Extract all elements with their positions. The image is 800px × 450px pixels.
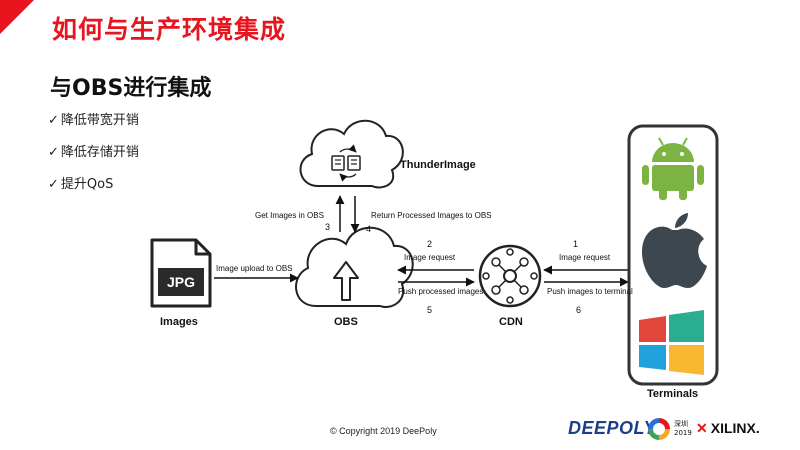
edge-label-push-processed: Push processed images	[398, 287, 484, 296]
xilinx-logo: ✕XILINX.	[696, 420, 760, 437]
xilinx-x-icon: ✕	[696, 420, 708, 436]
edge-label-image-request-cdn: Image request	[404, 253, 456, 262]
edge-label-image-request-terminal: Image request	[559, 253, 611, 262]
android-icon	[642, 137, 704, 200]
section-subtitle: 与OBS进行集成	[50, 76, 212, 101]
node-label-obs: OBS	[334, 316, 358, 328]
node-label-cdn: CDN	[499, 316, 523, 328]
edge-label-return-images: Return Processed Images to OBS	[371, 211, 492, 220]
node-label-images: Images	[160, 316, 198, 328]
thunderimage-cloud-icon	[299, 119, 404, 189]
step-number-5: 5	[427, 305, 433, 315]
bullet-text: 降低存储开销	[60, 145, 139, 160]
copyright-text: © Copyright 2019 DeePoly	[330, 426, 437, 436]
apple-icon	[642, 213, 707, 288]
bullet-item: ✓提升QoS	[48, 173, 113, 192]
event-badge-line2: 2019	[674, 429, 692, 437]
edge-label-push-terminal: Push images to terminal	[547, 287, 633, 296]
node-label-thunderimage: ThunderImage	[400, 159, 476, 171]
jpg-file-icon	[150, 238, 212, 308]
step-number-6: 6	[576, 305, 582, 315]
event-badge-text: 深圳 2019	[674, 420, 692, 438]
edge-label-get-images: Get Images in OBS	[255, 211, 324, 220]
jpg-label: JPG	[167, 274, 195, 290]
obs-cloud-icon	[295, 226, 414, 308]
red-corner-accent	[0, 0, 34, 34]
step-number-4: 4	[366, 224, 372, 234]
check-icon: ✓	[48, 145, 59, 160]
bullet-text: 提升QoS	[60, 177, 114, 192]
bullet-item: ✓降低带宽开销	[48, 109, 139, 128]
deepoly-logo: DEEPOLY	[568, 418, 657, 438]
check-icon: ✓	[48, 177, 59, 192]
slide-title: 如何与生产环境集成	[52, 15, 287, 44]
bullet-item: ✓降低存储开销	[48, 141, 139, 160]
edge-label-upload: Image upload to OBS	[216, 264, 293, 273]
node-label-terminals: Terminals	[647, 388, 699, 400]
step-number-1: 1	[573, 239, 579, 249]
check-icon: ✓	[48, 113, 59, 128]
event-badge-icon	[648, 418, 670, 440]
cdn-network-icon	[478, 244, 542, 308]
bullet-text: 降低带宽开销	[60, 113, 139, 128]
xilinx-wordmark: XILINX.	[710, 420, 760, 436]
step-number-3: 3	[325, 222, 331, 232]
event-badge-line1: 深圳	[674, 420, 688, 428]
step-number-2: 2	[427, 239, 433, 249]
windows-icon	[639, 310, 704, 375]
